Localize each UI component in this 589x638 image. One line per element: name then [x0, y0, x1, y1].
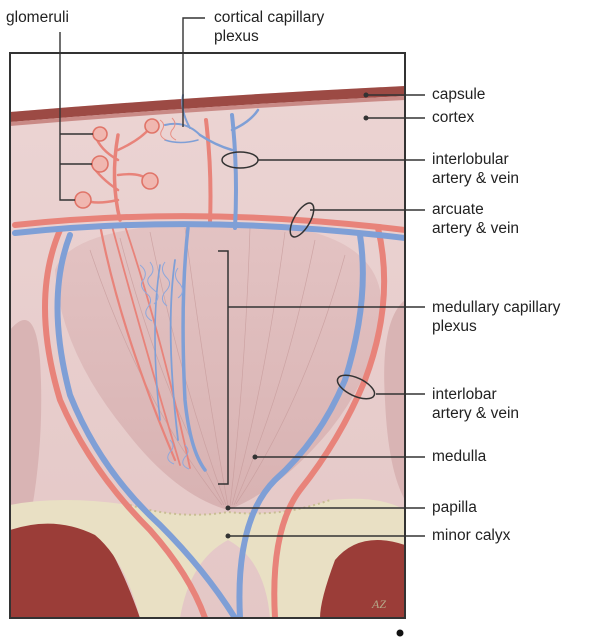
- label-interlobular: interlobular artery & vein: [432, 150, 519, 188]
- label-arcuate: arcuate artery & vein: [432, 200, 519, 238]
- label-capsule: capsule: [432, 85, 485, 104]
- artist-signature: AZ: [371, 597, 386, 611]
- label-glomeruli: glomeruli: [6, 8, 69, 27]
- label-minor-calyx: minor calyx: [432, 526, 510, 545]
- label-interlobar: interlobar artery & vein: [432, 385, 519, 423]
- glomerulus: [93, 127, 107, 141]
- glomerulus: [145, 119, 159, 133]
- stray-dot: [397, 630, 404, 637]
- label-papilla: papilla: [432, 498, 477, 517]
- label-cortex: cortex: [432, 108, 474, 127]
- glomerulus: [75, 192, 91, 208]
- glomerulus: [92, 156, 108, 172]
- label-medulla: medulla: [432, 447, 486, 466]
- label-medullary-capillary-plexus: medullary capillary plexus: [432, 298, 560, 336]
- glomerulus: [142, 173, 158, 189]
- label-cortical-capillary-plexus: cortical capillary plexus: [214, 8, 324, 46]
